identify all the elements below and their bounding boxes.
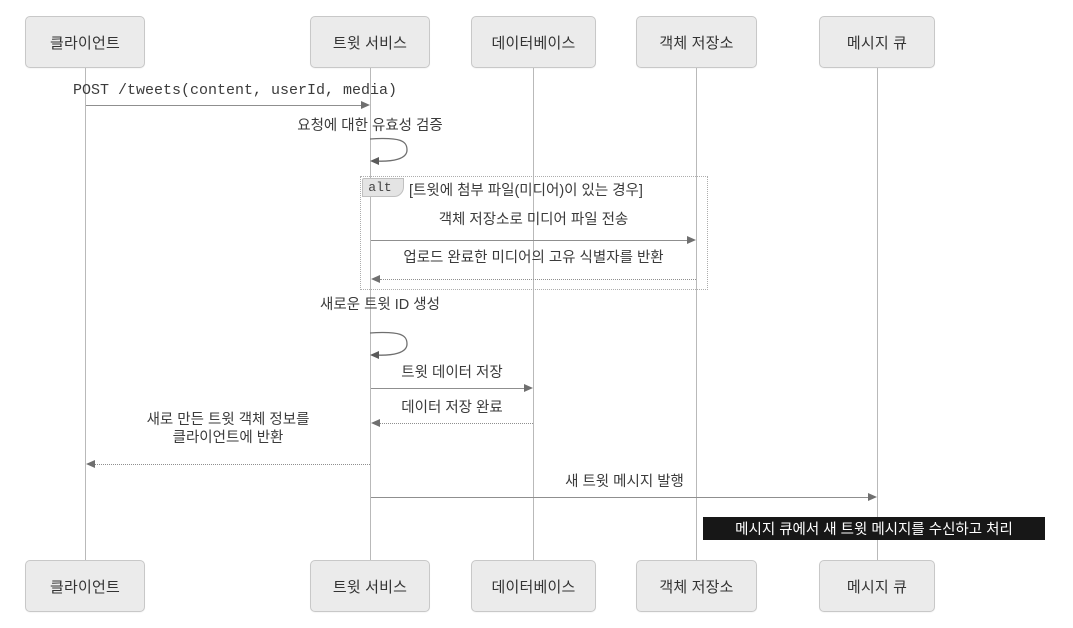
self-call-loop-generate-tweet-id xyxy=(369,331,408,359)
participant-label-database: 데이터베이스 xyxy=(491,34,576,52)
arrow-head-return-media-id xyxy=(371,274,380,283)
arrow-head-save-tweet-data xyxy=(524,383,533,392)
message-line-post-tweets xyxy=(86,105,362,106)
lifeline-client xyxy=(85,68,86,560)
message-line-publish-tweet-message xyxy=(371,497,868,498)
lifeline-queue xyxy=(877,68,878,560)
message-line-return-tweet-object xyxy=(95,464,370,465)
participant-box-service-bottom[interactable]: 트윗 서비스 xyxy=(310,560,430,612)
participant-box-client-bottom[interactable]: 클라이언트 xyxy=(25,560,145,612)
participant-box-storage-bottom[interactable]: 객체 저장소 xyxy=(636,560,757,612)
participant-label-client: 클라이언트 xyxy=(49,34,120,52)
alt-fragment-box xyxy=(360,176,708,290)
participant-label-client-bottom: 클라이언트 xyxy=(49,578,120,596)
message-label-save-tweet-data: 트윗 데이터 저장 xyxy=(401,365,503,381)
message-line-return-media-id xyxy=(380,279,696,280)
alt-fragment-operator-tab: alt xyxy=(362,178,404,197)
lifeline-storage xyxy=(696,68,697,560)
message-line-send-media xyxy=(371,240,687,241)
participant-label-service-bottom: 트윗 서비스 xyxy=(332,578,408,596)
participant-label-queue-bottom: 메시지 큐 xyxy=(846,578,908,596)
arrow-head-return-tweet-object xyxy=(86,459,95,468)
message-label-validate-request: 요청에 대한 유효성 검증 xyxy=(297,118,443,134)
participant-label-storage-bottom: 객체 저장소 xyxy=(659,578,734,596)
message-label-return-media-id: 업로드 완료한 미디어의 고유 식별자를 반환 xyxy=(403,250,664,266)
participant-box-database-bottom[interactable]: 데이터베이스 xyxy=(471,560,596,612)
participant-label-storage: 객체 저장소 xyxy=(659,34,734,52)
message-label-generate-tweet-id: 새로운 트윗 ID 생성 xyxy=(320,297,440,313)
participant-box-queue-bottom[interactable]: 메시지 큐 xyxy=(819,560,935,612)
note-queue-consumer-text: 메시지 큐에서 새 트윗 메시지를 수신하고 처리 xyxy=(735,522,1013,538)
message-label-return-tweet-object: 새로 만든 트윗 객체 정보를 클라이언트에 반환 xyxy=(146,412,310,446)
participant-box-queue[interactable]: 메시지 큐 xyxy=(819,16,935,68)
participant-box-service[interactable]: 트윗 서비스 xyxy=(310,16,430,68)
arrow-head-publish-tweet-message xyxy=(868,492,877,501)
message-line-save-tweet-data xyxy=(371,388,524,389)
arrow-head-save-complete xyxy=(371,418,380,427)
arrow-head-send-media xyxy=(687,235,696,244)
self-call-loop-validate-request xyxy=(369,137,408,165)
message-label-publish-tweet-message: 새 트윗 메시지 발행 xyxy=(565,474,684,490)
participant-box-client[interactable]: 클라이언트 xyxy=(25,16,145,68)
participant-label-service: 트윗 서비스 xyxy=(332,34,408,52)
participant-box-storage[interactable]: 객체 저장소 xyxy=(636,16,757,68)
lifeline-service xyxy=(370,68,371,560)
alt-fragment-condition-label: [트윗에 첨부 파일(미디어)이 있는 경우] xyxy=(409,183,643,199)
arrow-head-post-tweets xyxy=(361,100,370,109)
message-label-save-complete: 데이터 저장 완료 xyxy=(401,400,503,416)
participant-box-database[interactable]: 데이터베이스 xyxy=(471,16,596,68)
message-label-send-media: 객체 저장소로 미디어 파일 전송 xyxy=(438,212,629,228)
participant-label-database-bottom: 데이터베이스 xyxy=(491,578,576,596)
note-queue-consumer: 메시지 큐에서 새 트윗 메시지를 수신하고 처리 xyxy=(703,517,1045,540)
alt-fragment-operator-label: alt xyxy=(368,180,392,195)
participant-label-queue: 메시지 큐 xyxy=(846,34,908,52)
message-label-post-tweets: POST /tweets(content, userId, media) xyxy=(72,82,398,99)
message-line-save-complete xyxy=(380,423,533,424)
lifeline-database xyxy=(533,68,534,560)
